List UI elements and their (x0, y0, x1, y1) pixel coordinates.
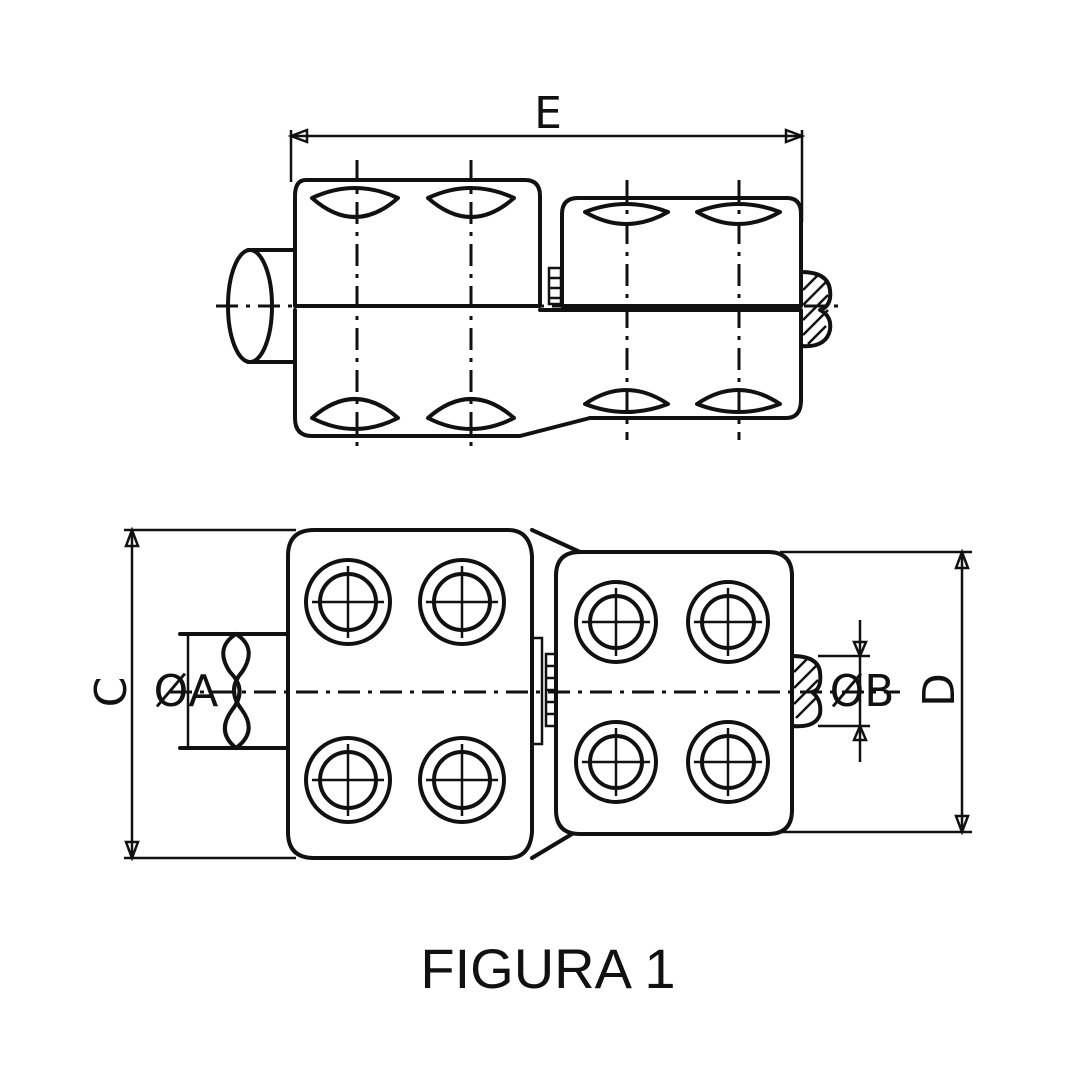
dimension-d: D (780, 548, 972, 836)
dimension-e-label: E (534, 88, 562, 139)
spacer-plan (530, 636, 558, 746)
dimension-c-label: C (86, 677, 137, 708)
neck-plan (530, 528, 582, 860)
bolt-heads-side (310, 186, 782, 431)
right-body-plan (554, 550, 794, 836)
centerlines-side (216, 160, 842, 448)
dimension-d-label: D (914, 673, 965, 707)
right-body-side-lower (538, 308, 803, 420)
dimension-e: E (287, 88, 806, 222)
left-body-side (293, 178, 542, 308)
left-body-side-lower (293, 308, 592, 438)
left-conductor-plan: ØA (154, 632, 290, 750)
bolt-plan-right-bottom-1 (574, 720, 658, 804)
right-conductor-side (799, 270, 833, 349)
left-body-plan (286, 528, 534, 860)
bolt-plan-right-bottom-2 (686, 720, 770, 804)
bolt-plan-left-top-2 (418, 558, 506, 646)
figure-caption: FIGURA 1 (420, 937, 675, 1000)
spacer-side (547, 266, 563, 306)
bolt-plan-left-bottom-1 (304, 736, 392, 824)
right-body-side (560, 196, 803, 308)
plan-view: C D (86, 526, 972, 862)
dimension-c: C (86, 526, 296, 862)
bolt-plan-left-top-1 (304, 558, 392, 646)
side-view: E (216, 88, 842, 448)
bolt-plan-right-top-1 (574, 580, 658, 664)
bolt-plan-right-top-2 (686, 580, 770, 664)
bolt-plan-left-bottom-2 (418, 736, 506, 824)
